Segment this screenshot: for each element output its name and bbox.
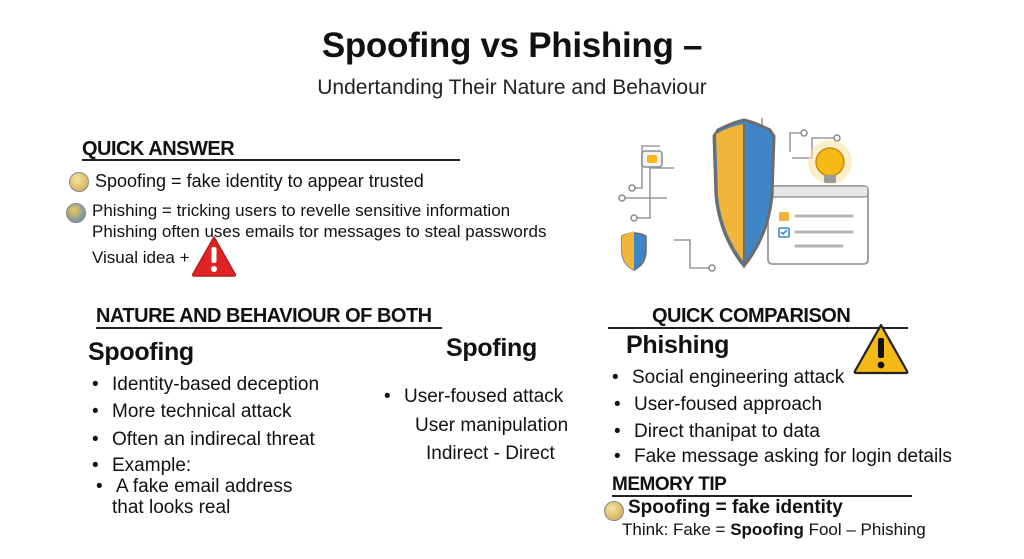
- phishing-item-4: Fake message asking for login details: [614, 446, 952, 468]
- phishing-item-2: User-foused approach: [614, 394, 822, 416]
- lightbulb-icon: [808, 140, 852, 184]
- spoofing-example: A fake email address: [96, 476, 292, 498]
- spoofing-item-1: Identity-based deception: [92, 374, 319, 396]
- coin-icon: [604, 501, 624, 521]
- quick-answer-line-3: Phishing often uses emails tor messages …: [92, 222, 547, 241]
- spoofing-title: Spoofing: [88, 338, 194, 366]
- shield-icon: [712, 118, 776, 269]
- coin-icon: [69, 172, 89, 192]
- comparison-heading: QUICK COMPARISON: [652, 305, 851, 327]
- phishing-title: Phishing: [626, 331, 730, 359]
- spoofing-item-2: More technical attack: [92, 401, 292, 423]
- quick-answer-rule: [82, 159, 460, 161]
- coin-icon: [66, 203, 86, 223]
- comparison-rule: [608, 327, 908, 329]
- spoofing-example-cont: that looks real: [112, 497, 231, 518]
- camera-icon: [641, 150, 663, 168]
- memory-tip-rule: [612, 495, 912, 497]
- page-title: Spoofing vs Phishing –: [321, 26, 703, 65]
- quick-answer-line-4: Visual idea +: [92, 248, 190, 267]
- quick-answer-line-2: Phishing = tricking users to revelle sen…: [92, 201, 511, 220]
- nature-rule: [96, 327, 442, 329]
- memory-tip-line-1: Spoofing = fake identity: [628, 497, 843, 518]
- middle-line-2: User manipulation: [415, 415, 569, 436]
- nature-heading: NATURE AND BEHAVIOUR OF BOTH: [96, 305, 432, 327]
- memory-tip-heading: MEMORY TIP: [612, 474, 727, 495]
- browser-window-icon: [767, 185, 869, 265]
- phishing-item-1: Social engineering attack: [612, 367, 844, 389]
- page-subtitle: Undertanding Their Nature and Behaviour: [317, 76, 707, 99]
- phishing-item-3: Direct thanipat to data: [614, 421, 820, 443]
- spoofing-item-3: Often an indirecal threat: [92, 429, 315, 451]
- security-illustration: [618, 118, 869, 272]
- warning-icon: [191, 236, 237, 277]
- memory-tip-line-2: Think: Fake = Spoofing Fool – Phishing: [622, 520, 926, 539]
- middle-line-3: Indirect - Direct: [426, 443, 555, 464]
- warning-icon: [853, 323, 909, 375]
- quick-answer-line-1: Spoofing = fake identity to appear trust…: [95, 171, 424, 191]
- spoofing-item-4: Example:: [92, 455, 191, 477]
- middle-title: Spofing: [446, 334, 537, 362]
- quick-answer-heading: QUICK ANSWER: [82, 138, 235, 160]
- middle-line-1: User-foʋsed attack: [384, 386, 563, 408]
- small-shield-icon: [621, 231, 647, 271]
